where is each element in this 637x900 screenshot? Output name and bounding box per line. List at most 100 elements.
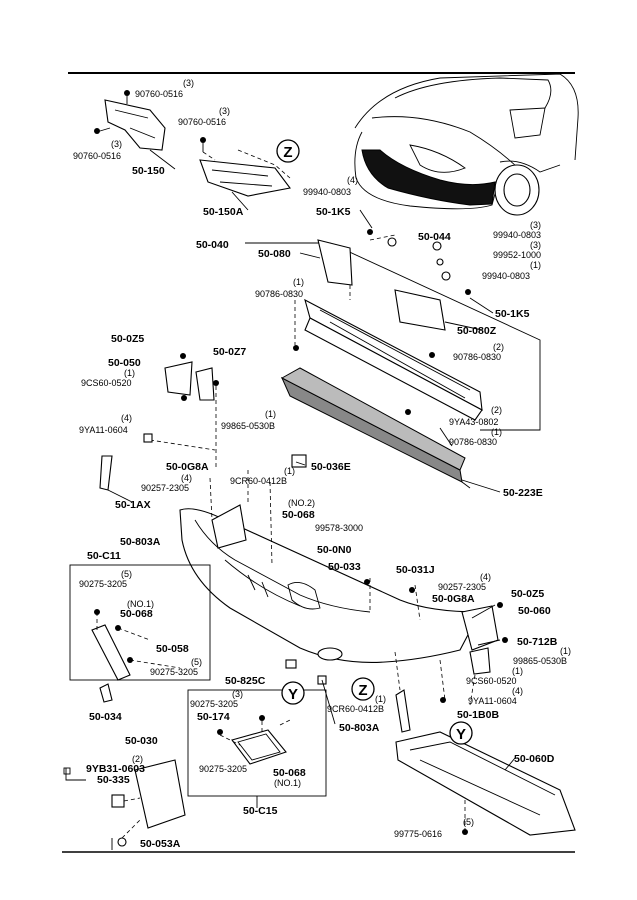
part-right-side-brackets bbox=[395, 587, 508, 733]
label-qty: (1) bbox=[124, 368, 135, 378]
label-qty: (3) bbox=[530, 240, 541, 250]
label-part-number: 90275-3205 bbox=[190, 699, 238, 709]
label-part-number: 90760-0516 bbox=[73, 151, 121, 161]
label-qty: (1) bbox=[530, 260, 541, 270]
label-part-number: 99940-0803 bbox=[303, 187, 351, 197]
label-qty: (4) bbox=[512, 686, 523, 696]
label-part-number: 9YA43-0802 bbox=[449, 417, 498, 427]
label-part-number: 50-060D bbox=[514, 753, 555, 765]
label-qty: (3) bbox=[219, 106, 230, 116]
label-part-number: 50-036E bbox=[311, 461, 351, 473]
label-part-number: 90257-2305 bbox=[438, 582, 486, 592]
label-part-number: 50-068 bbox=[282, 509, 315, 521]
label-qty: (5) bbox=[121, 569, 132, 579]
marker-Y2: Y bbox=[449, 721, 473, 745]
label-part-number: 50-803A bbox=[120, 536, 161, 548]
label-part-number: 99865-0530B bbox=[513, 656, 567, 666]
svg-text:Z: Z bbox=[283, 144, 292, 161]
label-part-number: 50-335 bbox=[97, 774, 130, 786]
label-part-number: 50-050 bbox=[108, 357, 141, 369]
label-part-number: 50-C11 bbox=[87, 550, 121, 562]
label-part-number: 90275-3205 bbox=[79, 579, 127, 589]
label-part-number: 50-150 bbox=[132, 165, 165, 177]
label-qty: (3) bbox=[183, 78, 194, 88]
label-qty: (4) bbox=[480, 572, 491, 582]
label-part-number: 90760-0516 bbox=[178, 117, 226, 127]
label-qty: (1) bbox=[491, 427, 502, 437]
label-part-number: 90786-0830 bbox=[449, 437, 497, 447]
part-50-150-bracket bbox=[94, 90, 206, 152]
leader-lines bbox=[107, 149, 516, 771]
label-part-number: 50-080Z bbox=[457, 325, 497, 337]
label-part-number: 9YA11-0604 bbox=[79, 425, 128, 435]
label-qty: (2) bbox=[493, 342, 504, 352]
label-part-number: 50-0Z5 bbox=[111, 333, 144, 345]
label-qty: (4) bbox=[347, 175, 358, 185]
label-part-number: 50-1K5 bbox=[316, 206, 351, 218]
label-part-number: 99940-0803 bbox=[482, 271, 530, 281]
label-part-number: 99952-1000 bbox=[493, 250, 541, 260]
label-part-number: 50-223E bbox=[503, 487, 543, 499]
label-qty: (3) bbox=[111, 139, 122, 149]
label-part-number: 9CR60-0412B bbox=[230, 476, 287, 486]
label-note: (NO.1) bbox=[127, 599, 154, 609]
label-part-number: 9CR60-0412B bbox=[327, 704, 384, 714]
label-part-number: 50-1K5 bbox=[495, 308, 530, 320]
label-note: (NO.2) bbox=[288, 498, 315, 508]
label-part-number: 50-053A bbox=[140, 838, 181, 850]
svg-text:Y: Y bbox=[456, 726, 466, 743]
label-part-number: 50-0G8A bbox=[166, 461, 209, 473]
label-part-number: 9CS60-0520 bbox=[466, 676, 517, 686]
callout-labels: (3) 90760-0516 (3) 90760-0516 (3) 90760-… bbox=[73, 78, 571, 850]
label-part-number: 90760-0516 bbox=[135, 89, 183, 99]
label-part-number: 99865-0530B bbox=[221, 421, 275, 431]
label-part-number: 50-150A bbox=[203, 206, 244, 218]
part-energy-absorber-foam bbox=[280, 367, 471, 489]
part-left-grille-assembly bbox=[69, 564, 211, 703]
label-note: (NO.1) bbox=[274, 778, 301, 788]
label-qty: (1) bbox=[284, 466, 295, 476]
label-part-number: 99940-0803 bbox=[493, 230, 541, 240]
label-part-number: 50-0N0 bbox=[317, 544, 352, 556]
label-qty: (4) bbox=[121, 413, 132, 423]
label-part-number: 50-0Z7 bbox=[213, 346, 246, 358]
label-qty: (4) bbox=[181, 473, 192, 483]
label-part-number: 9YB31-0603 bbox=[86, 763, 145, 775]
label-part-number: 50-033 bbox=[328, 561, 361, 573]
label-part-number: 90786-0830 bbox=[453, 352, 501, 362]
label-part-number: 50-060 bbox=[518, 605, 551, 617]
label-part-number: 9CS60-0520 bbox=[81, 378, 132, 388]
label-part-number: 50-1AX bbox=[115, 499, 151, 511]
part-front-bumper-fascia bbox=[179, 470, 481, 691]
label-qty: (5) bbox=[463, 817, 474, 827]
label-part-number: 50-044 bbox=[418, 231, 451, 243]
marker-Z1: Z bbox=[276, 139, 300, 163]
label-part-number: 50-0Z5 bbox=[511, 588, 544, 600]
label-part-number: 50-712B bbox=[517, 636, 558, 648]
label-part-number: 50-803A bbox=[339, 722, 380, 734]
svg-text:Y: Y bbox=[288, 686, 298, 703]
label-part-number: 50-068 bbox=[273, 767, 306, 779]
label-part-number: 50-0G8A bbox=[432, 593, 475, 605]
label-part-number: 50-031J bbox=[396, 564, 435, 576]
part-bumper-reinforcement bbox=[245, 229, 541, 431]
label-part-number: 90275-3205 bbox=[199, 764, 247, 774]
label-part-number: 50-030 bbox=[125, 735, 158, 747]
part-license-plate-bracket bbox=[63, 759, 186, 850]
label-qty: (1) bbox=[560, 646, 571, 656]
marker-Z2: Z bbox=[351, 677, 375, 701]
label-part-number: 50-040 bbox=[196, 239, 229, 251]
car-front-illustration bbox=[354, 73, 579, 216]
label-part-number: 50-174 bbox=[197, 711, 230, 723]
part-50-150A-bracket bbox=[199, 149, 291, 197]
label-part-number: 50-080 bbox=[258, 248, 291, 260]
label-qty: (1) bbox=[375, 694, 386, 704]
label-part-number: 50-1B0B bbox=[457, 709, 499, 721]
label-part-number: 90786-0830 bbox=[255, 289, 303, 299]
label-part-number: 99775-0616 bbox=[394, 829, 442, 839]
label-part-number: 90275-3205 bbox=[150, 667, 198, 677]
label-qty: (2) bbox=[132, 754, 143, 764]
marker-Y1: Y bbox=[281, 681, 305, 705]
label-part-number: 50-068 bbox=[120, 608, 153, 620]
label-qty: (5) bbox=[191, 657, 202, 667]
